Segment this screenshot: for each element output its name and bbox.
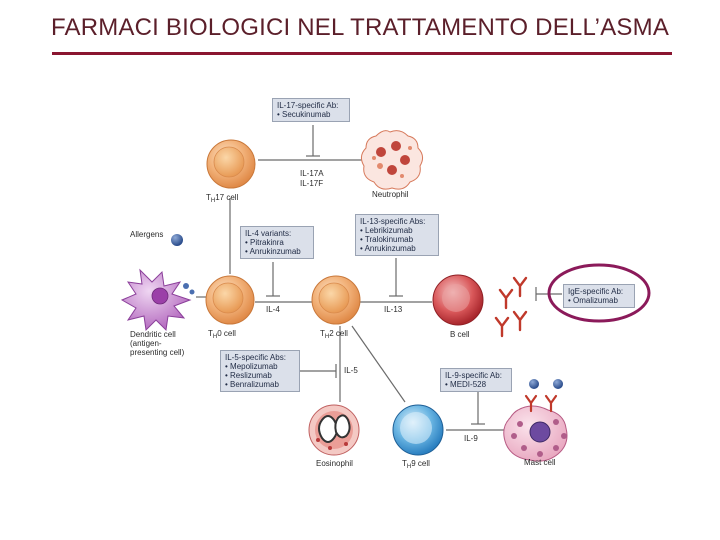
eosinophil bbox=[308, 404, 360, 456]
ige-title: IgE-specific Ab: bbox=[568, 287, 624, 296]
il9-ab-box: IL-9-specific Ab: • MEDI-528 bbox=[440, 368, 512, 392]
mast-cell bbox=[503, 379, 568, 462]
title-underline bbox=[52, 52, 672, 55]
th2-cell bbox=[311, 275, 361, 325]
eosinophil-label: Eosinophil bbox=[316, 459, 353, 468]
il5-drug-1: • Mepolizumab bbox=[225, 362, 278, 371]
allergen-particle bbox=[171, 234, 183, 246]
il17-ab-title: IL-17-specific Ab: bbox=[277, 101, 339, 110]
il4-drug-2: • Anrukinzumab bbox=[245, 247, 301, 256]
il17a-label: IL-17A bbox=[300, 169, 324, 178]
th9-label: TH9 cell bbox=[402, 459, 430, 470]
neutrophil-label: Neutrophil bbox=[372, 190, 409, 199]
mastcell-label: Mast cell bbox=[524, 458, 556, 467]
th9-cell bbox=[392, 404, 444, 456]
il9-title: IL-9-specific Ab: bbox=[445, 371, 502, 380]
il17-ab-drug: • Secukinumab bbox=[277, 110, 331, 119]
dendritic-line-1: Dendritic cell bbox=[130, 330, 176, 339]
il4-drug-1: • Pitrakinra bbox=[245, 238, 284, 247]
il13-drug-2: • Tralokinumab bbox=[360, 235, 414, 244]
th17-label: TH17 cell bbox=[206, 193, 239, 204]
il13-drug-3: • Anrukinzumab bbox=[360, 244, 416, 253]
il13-title: IL-13-specific Abs: bbox=[360, 217, 426, 226]
il5-title: IL-5-specific Abs: bbox=[225, 353, 286, 362]
page-title: FARMACI BIOLOGICI NEL TRATTAMENTO DELL’A… bbox=[50, 14, 670, 41]
il4-label: IL-4 bbox=[266, 305, 280, 314]
bcell-label: B cell bbox=[450, 330, 470, 339]
il13-label: IL-13 bbox=[384, 305, 403, 314]
b-cell bbox=[432, 274, 484, 326]
il13-drug-1: • Lebrikizumab bbox=[360, 226, 413, 235]
th0-label: TH0 cell bbox=[208, 329, 236, 340]
ige-antibodies bbox=[494, 276, 528, 338]
th2-to-th9-line bbox=[351, 325, 406, 403]
dendritic-cell-label: Dendritic cell (antigen- presenting cell… bbox=[130, 330, 184, 357]
ige-drug: • Omalizumab bbox=[568, 296, 618, 305]
th2-label: TH2 cell bbox=[320, 329, 348, 340]
ige-highlight-ellipse bbox=[547, 263, 651, 323]
th0-cell bbox=[205, 275, 255, 325]
th17-cell bbox=[206, 139, 256, 189]
il5-drug-3: • Benralizumab bbox=[225, 380, 279, 389]
il5-label: IL-5 bbox=[344, 366, 358, 375]
ige-ab-box: IgE-specific Ab: • Omalizumab bbox=[563, 284, 635, 308]
il17f-label: IL-17F bbox=[300, 179, 324, 188]
dendritic-cell bbox=[120, 268, 195, 332]
dendritic-line-3: presenting cell) bbox=[130, 348, 185, 357]
il4-title: IL-4 variants: bbox=[245, 229, 292, 238]
allergens-label: Allergens bbox=[130, 230, 164, 239]
il17-ab-box: IL-17-specific Ab: • Secukinumab bbox=[272, 98, 350, 122]
il5-drug-2: • Reslizumab bbox=[225, 371, 272, 380]
il13-ab-box: IL-13-specific Abs: • Lebrikizumab • Tra… bbox=[355, 214, 439, 256]
il9-drug: • MEDI-528 bbox=[445, 380, 487, 389]
il5-ab-box: IL-5-specific Abs: • Mepolizumab • Resli… bbox=[220, 350, 300, 392]
dendritic-line-2: (antigen- bbox=[130, 339, 162, 348]
neutrophil bbox=[360, 130, 424, 190]
il4-variants-box: IL-4 variants: • Pitrakinra • Anrukinzum… bbox=[240, 226, 314, 259]
il9-label: IL-9 bbox=[464, 434, 478, 443]
